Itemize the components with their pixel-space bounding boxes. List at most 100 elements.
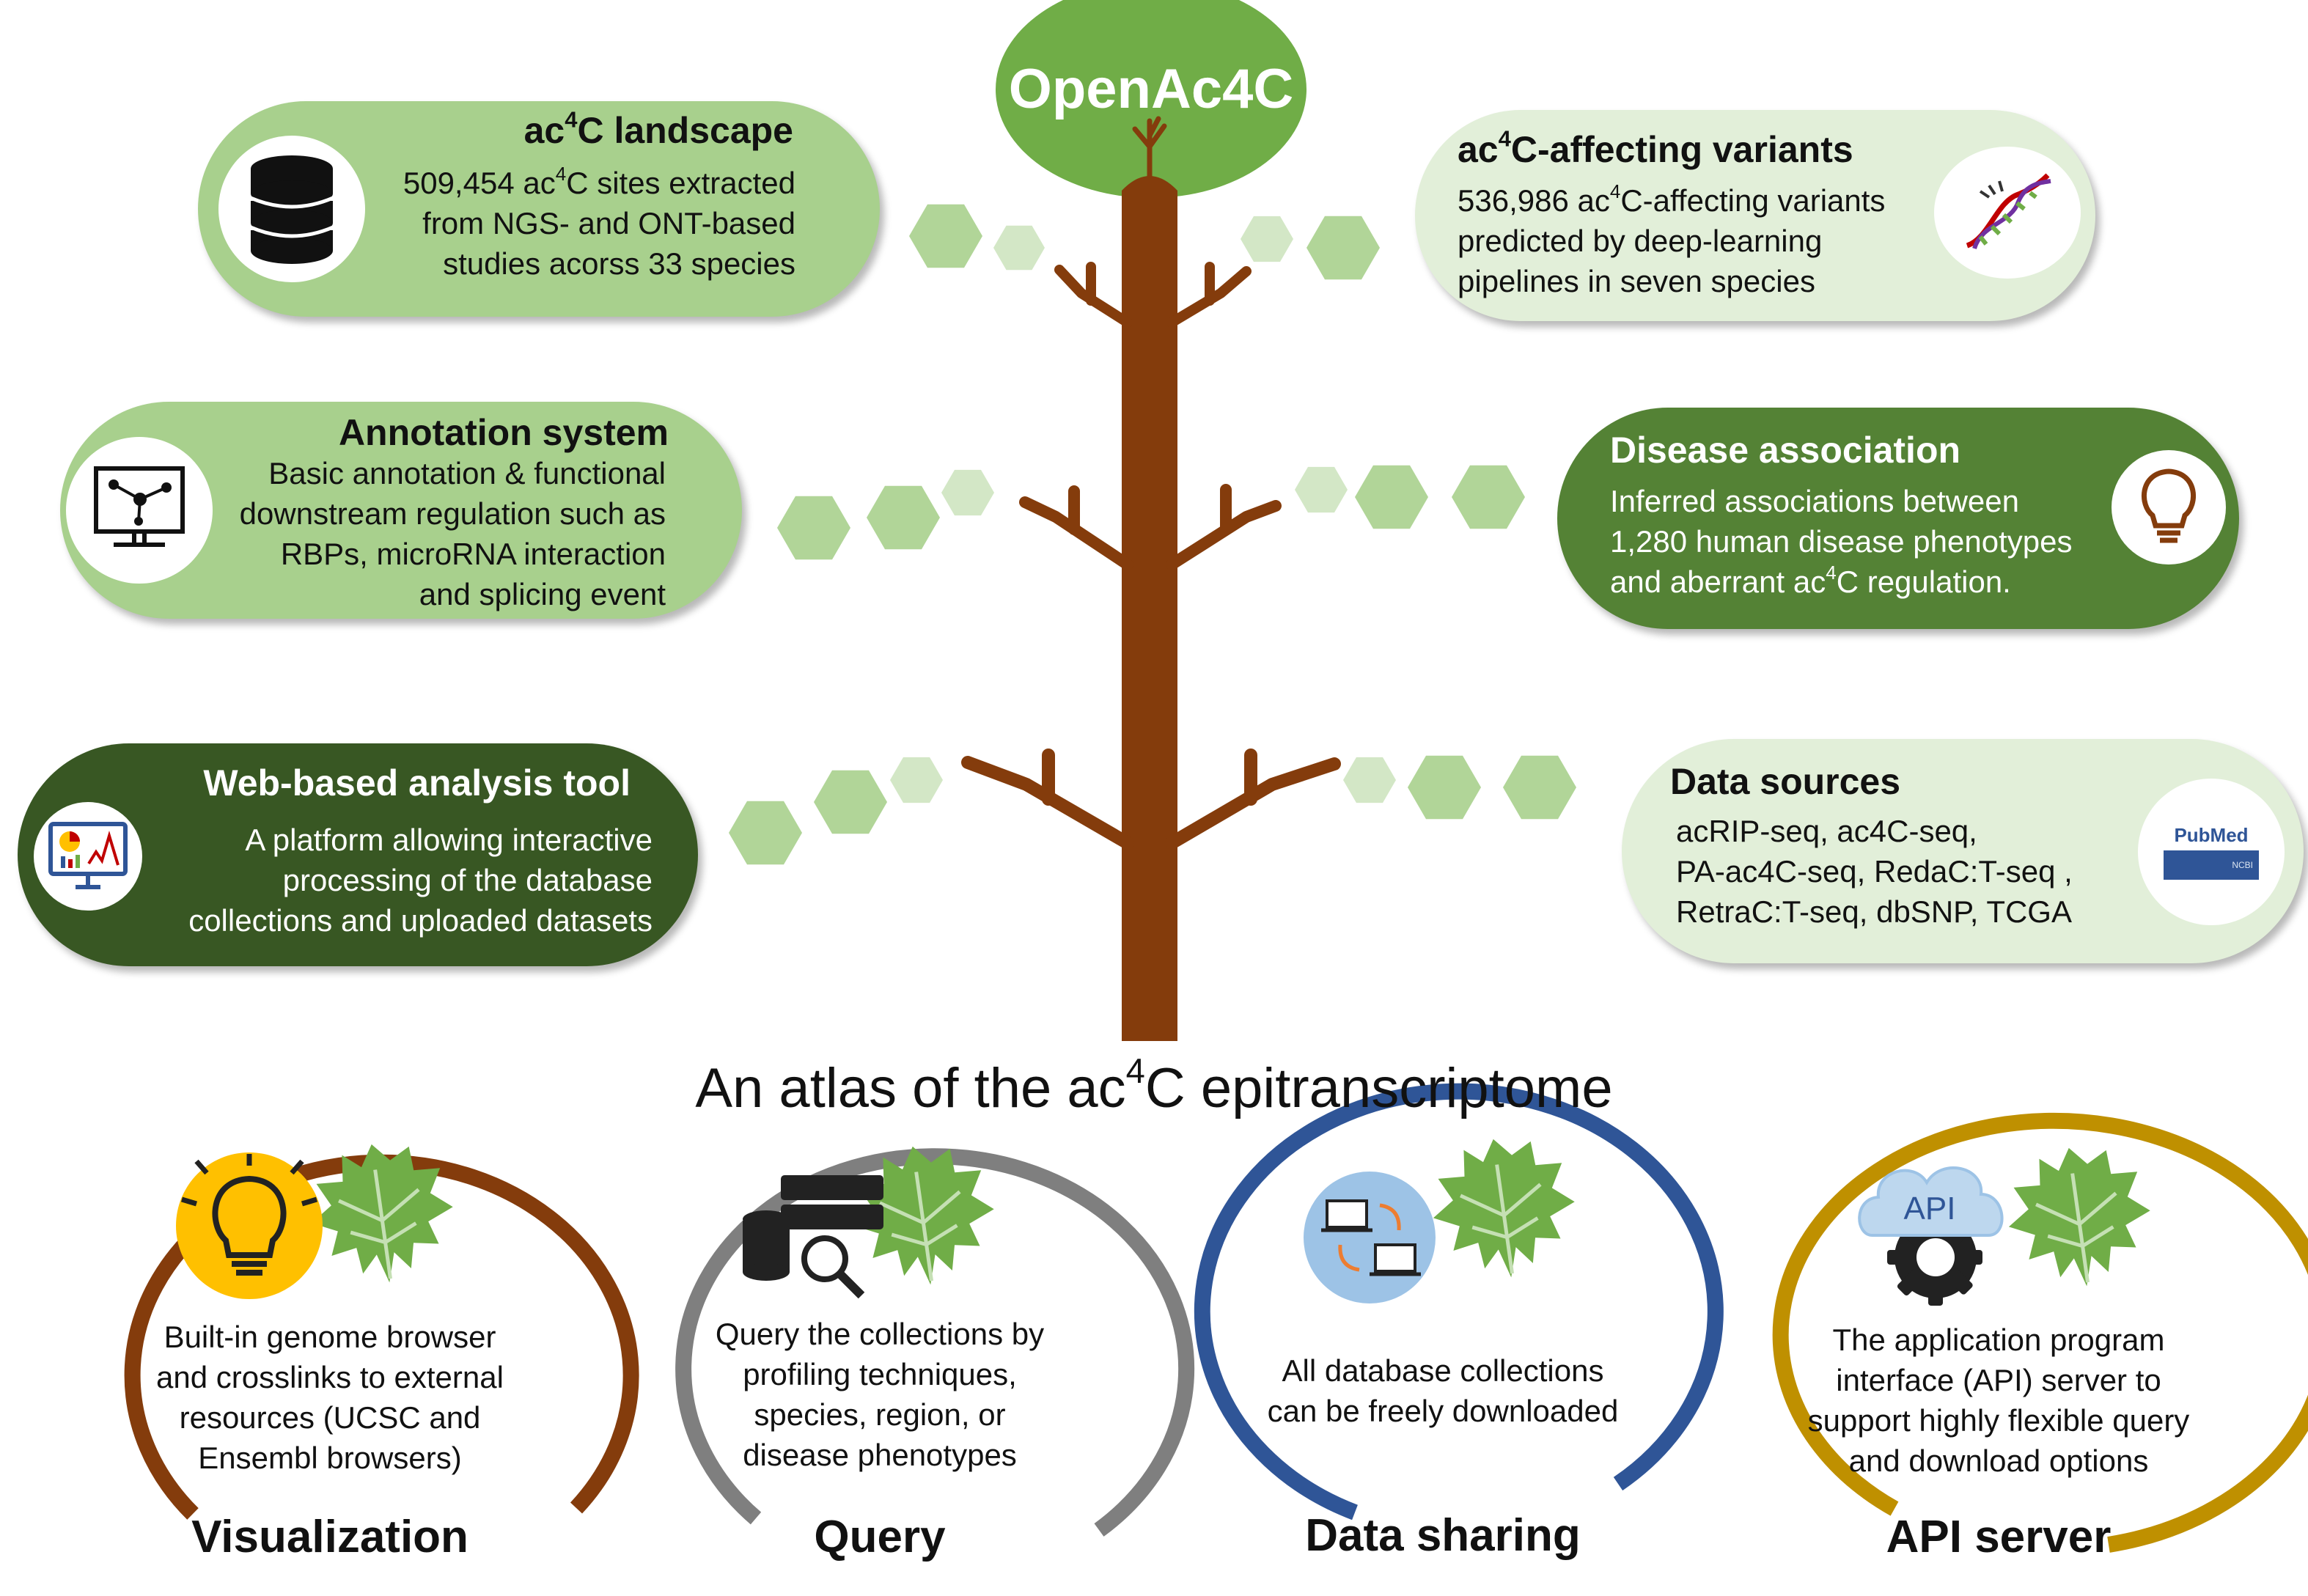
tree-top-twig xyxy=(1132,116,1167,179)
maple-leaf-icon xyxy=(1424,1129,1584,1287)
desc-line: predicted by deep-learning xyxy=(1458,224,1823,258)
desc-line: from NGS- and ONT-based xyxy=(422,206,795,240)
computer-sync-icon xyxy=(1304,1172,1436,1303)
hexagon xyxy=(1408,755,1481,820)
feature-label-data-sharing: Data sharing xyxy=(1305,1510,1581,1561)
desc-line: profiling techniques, xyxy=(743,1357,1017,1391)
desc-line: collections and uploaded datasets xyxy=(188,903,653,938)
card-description: 509,454 ac4C sites extracted from NGS- a… xyxy=(403,163,795,284)
tree xyxy=(961,116,1341,1041)
desc-line: The application program xyxy=(1832,1323,2165,1357)
desc-line: Query the collections by xyxy=(715,1317,1045,1351)
data-sharing-ring xyxy=(1194,1083,1724,1520)
lightbulb-icon xyxy=(176,1152,323,1299)
hexagon xyxy=(1452,465,1525,529)
card-description: Inferred associations between 1,280 huma… xyxy=(1610,481,2072,602)
desc-line: A platform allowing interactive xyxy=(245,823,653,857)
card-disease-association: Disease association Inferred association… xyxy=(1557,408,2239,629)
maple-leaf-icon xyxy=(302,1134,463,1292)
desc-line: Inferred associations between xyxy=(1610,484,2019,518)
tree-branch xyxy=(1019,485,1133,570)
hub-title: OpenAc4C xyxy=(1008,58,1294,120)
hexagon xyxy=(777,496,850,560)
hexagon xyxy=(1295,466,1348,513)
desc-line: and splicing event xyxy=(419,577,666,611)
pubmed-logo-text: PubMed xyxy=(2174,824,2249,846)
card-description: Basic annotation & functional downstream… xyxy=(240,453,666,614)
feature-description-data-sharing: All database collections can be freely d… xyxy=(1223,1350,1663,1431)
hexagon xyxy=(1355,465,1428,529)
ncbi-logo-bar: NCBI xyxy=(2164,850,2259,880)
card-title: Disease association xyxy=(1610,430,1961,471)
maple-leaf-icon xyxy=(1999,1138,2160,1295)
desc-line: disease phenotypes xyxy=(743,1438,1017,1472)
feature-description-visualization: Built-in genome browser and crosslinks t… xyxy=(110,1317,550,1478)
desc-line: and download options xyxy=(1848,1444,2149,1478)
desc-line: resources (UCSC and xyxy=(179,1400,481,1435)
tree-branch xyxy=(1165,749,1341,850)
card-ac4c-landscape: ac4C landscape 509,454 ac4C sites extrac… xyxy=(198,101,880,317)
card-title: ac4C-affecting variants xyxy=(1458,125,1853,170)
card-web-analysis-tool: Web-based analysis tool A platform allow… xyxy=(18,743,698,966)
tree-trunk xyxy=(1122,176,1177,1041)
card-title: ac4C landscape xyxy=(523,106,793,151)
desc-line: 509,454 ac4C sites extracted xyxy=(403,162,795,200)
desc-line: 1,280 human disease phenotypes xyxy=(1610,524,2073,559)
desc-line: RetraC:T-seq, dbSNP, TCGA xyxy=(1676,894,2072,929)
tree-branch xyxy=(1166,484,1282,570)
database-icon xyxy=(218,136,365,282)
desc-line: pipelines in seven species xyxy=(1458,264,1815,298)
card-title: Annotation system xyxy=(338,412,669,453)
card-title: Data sources xyxy=(1670,761,1901,802)
desc-line: Basic annotation & functional xyxy=(268,456,666,490)
dna-icon xyxy=(1934,147,2081,279)
card-description: acRIP-seq, ac4C-seq, PA-ac4C-seq, RedaC:… xyxy=(1676,811,2073,932)
desc-line: RBPs, microRNA interaction xyxy=(280,537,666,571)
card-annotation-system: Annotation system Basic annotation & fun… xyxy=(60,402,742,619)
pubmed-logo: PubMed NCBI xyxy=(2138,779,2285,925)
hexagon xyxy=(1503,755,1576,820)
lightbulb-icon xyxy=(2112,450,2226,565)
feature-label-api-server: API server xyxy=(1886,1512,2112,1562)
network-monitor-icon xyxy=(66,437,213,584)
hexagon xyxy=(814,770,887,834)
hexagon xyxy=(909,204,982,268)
desc-line: support highly flexible query xyxy=(1807,1403,2190,1438)
card-data-sources: PubMed NCBI Data sources acRIP-seq, ac4C… xyxy=(1622,739,2304,963)
hexagon xyxy=(867,485,940,550)
desc-line: studies acorss 33 species xyxy=(443,246,795,281)
tree-branch xyxy=(1166,262,1252,328)
api-server-ring xyxy=(1772,1112,2308,1553)
hexagon xyxy=(890,757,943,803)
desc-line: All database collections xyxy=(1282,1353,1604,1388)
desc-line: Built-in genome browser xyxy=(163,1320,496,1354)
hexagon xyxy=(993,225,1045,271)
desc-line: Ensembl browsers) xyxy=(198,1441,462,1475)
card-description: 536,986 ac4C-affecting variants predicte… xyxy=(1458,180,1885,301)
feature-label-visualization: Visualization xyxy=(191,1512,468,1562)
desc-line: can be freely downloaded xyxy=(1267,1394,1619,1428)
api-cloud-gear-icon: API xyxy=(1858,1166,2004,1306)
hexagon xyxy=(1306,216,1380,280)
desc-line: and aberrant ac4C regulation. xyxy=(1610,561,2011,599)
atlas-title: An atlas of the ac4C epitranscriptome xyxy=(695,1051,1613,1119)
database-search-icon xyxy=(743,1175,883,1299)
desc-line: acRIP-seq, ac4C-seq, xyxy=(1676,814,1977,848)
tree-branch xyxy=(961,749,1134,850)
desc-line: downstream regulation such as xyxy=(239,496,666,531)
hexagon xyxy=(1241,216,1293,262)
hub-circle xyxy=(996,0,1306,198)
hexagon xyxy=(941,469,994,516)
card-title: Web-based analysis tool xyxy=(203,762,631,803)
desc-line: species, region, or xyxy=(754,1397,1006,1432)
analytics-monitor-icon xyxy=(34,802,142,911)
feature-description-query: Query the collections by profiling techn… xyxy=(660,1314,1100,1475)
feature-description-api-server: The application program interface (API) … xyxy=(1779,1320,2219,1481)
card-ac4c-variants: ac4C-affecting variants 536,986 ac4C-aff… xyxy=(1415,110,2095,321)
hexagon xyxy=(1343,757,1396,803)
desc-line: PA-ac4C-seq, RedaC:T-seq , xyxy=(1676,854,2073,889)
desc-line: and crosslinks to external xyxy=(156,1360,504,1394)
api-icon-text: API xyxy=(1904,1191,1956,1227)
hexagon xyxy=(729,801,802,865)
